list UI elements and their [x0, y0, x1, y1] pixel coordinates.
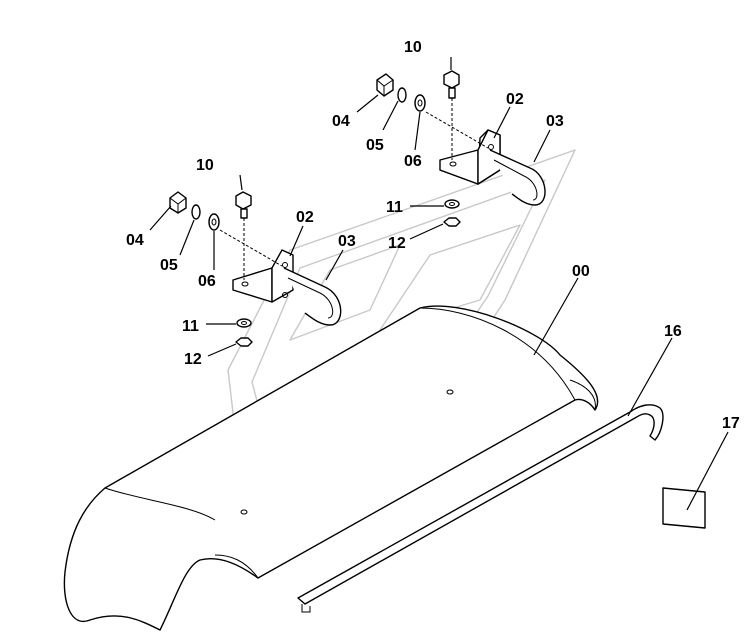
u-bolt-03-upper	[489, 149, 546, 206]
cover-00	[63, 305, 599, 631]
washer-11-upper	[444, 199, 460, 209]
nut-12-left	[235, 337, 253, 347]
spring-washer-05-upper	[397, 87, 407, 103]
callout-03-left: 03	[338, 233, 356, 250]
nut-12-upper	[443, 217, 461, 227]
callout-02-left: 02	[296, 209, 314, 226]
spring-washer-05-left	[191, 204, 201, 220]
label-plate-17	[662, 487, 706, 529]
callout-03-upper: 03	[546, 113, 564, 130]
callout-10-left: 10	[196, 157, 214, 174]
callout-16: 16	[664, 323, 682, 340]
u-bolt-03-left	[283, 267, 342, 326]
washer-06-left	[208, 213, 220, 231]
leader-lines	[149, 57, 729, 511]
callout-06-left: 06	[198, 273, 216, 290]
washer-11-left	[236, 318, 252, 328]
callout-04-upper: 04	[332, 113, 350, 130]
callout-02-upper: 02	[506, 91, 524, 108]
bolt-10-upper	[443, 70, 460, 89]
bracket-assembly-upper	[376, 70, 546, 227]
callout-11-upper: 11	[386, 199, 403, 216]
bolt-10-left	[235, 191, 252, 210]
callout-12-upper: 12	[388, 235, 406, 252]
callout-05-upper: 05	[366, 137, 384, 154]
callout-06-upper: 06	[404, 153, 422, 170]
callout-00: 00	[572, 263, 590, 280]
bracket-assembly-left	[169, 191, 342, 347]
strip-16	[297, 404, 664, 613]
callout-05-left: 05	[160, 257, 178, 274]
callout-11-left: 11	[182, 318, 199, 335]
callout-17: 17	[722, 415, 740, 432]
washer-06-upper	[414, 94, 426, 112]
callout-labels: 10 04 05 06 02 03 11 12 10 04 05 06 02 0…	[126, 39, 740, 432]
bracket-02-left	[232, 267, 273, 303]
callout-10-upper: 10	[404, 39, 422, 56]
callout-12-left: 12	[184, 351, 202, 368]
callout-04-left: 04	[126, 232, 144, 249]
